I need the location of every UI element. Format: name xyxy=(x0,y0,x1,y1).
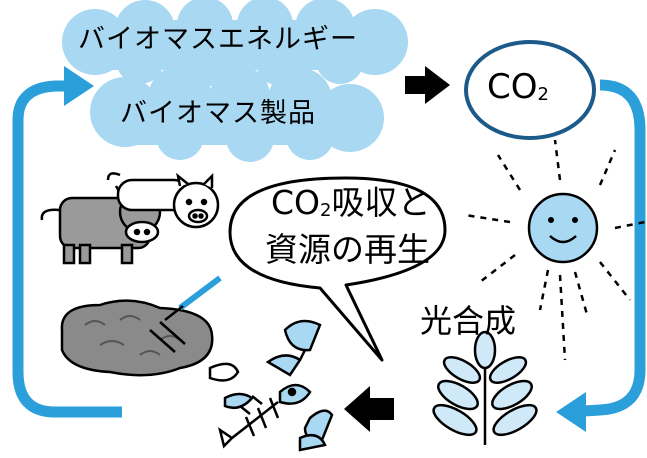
co2-subscript: 2 xyxy=(537,84,549,105)
sun-icon xyxy=(464,139,646,361)
biomass-energy-cloud xyxy=(62,0,408,86)
co2-ellipse xyxy=(464,40,596,140)
cycle-arrow-left xyxy=(12,66,122,418)
biomass-products-cloud xyxy=(90,66,384,162)
co2-label: CO2 xyxy=(487,70,549,104)
compost-icon xyxy=(60,275,222,377)
bubble-line-2: 資源の再生 xyxy=(265,230,430,269)
photosynthesis-label: 光合成 xyxy=(420,302,517,340)
speech-bubble xyxy=(228,176,447,362)
arrow-left-icon xyxy=(344,386,394,432)
bubble-co2-subscript: 2 xyxy=(320,200,332,221)
co2-text: CO xyxy=(487,67,538,107)
biomass-energy-label: バイオマスエネルギー xyxy=(78,24,358,55)
bubble-co2-text: CO xyxy=(271,183,321,222)
bubble-line-1: CO2吸収と xyxy=(271,186,430,220)
fish-bone-icon xyxy=(218,383,334,452)
food-scrap-icon xyxy=(208,319,322,409)
bubble-line-1-rest: 吸収と xyxy=(331,183,431,222)
cycle-arrow-right xyxy=(556,79,646,432)
biomass-products-label: バイオマス製品 xyxy=(120,98,316,129)
pig-icon xyxy=(106,172,220,229)
arrow-right-icon xyxy=(405,66,450,104)
plant-icon xyxy=(432,330,538,445)
